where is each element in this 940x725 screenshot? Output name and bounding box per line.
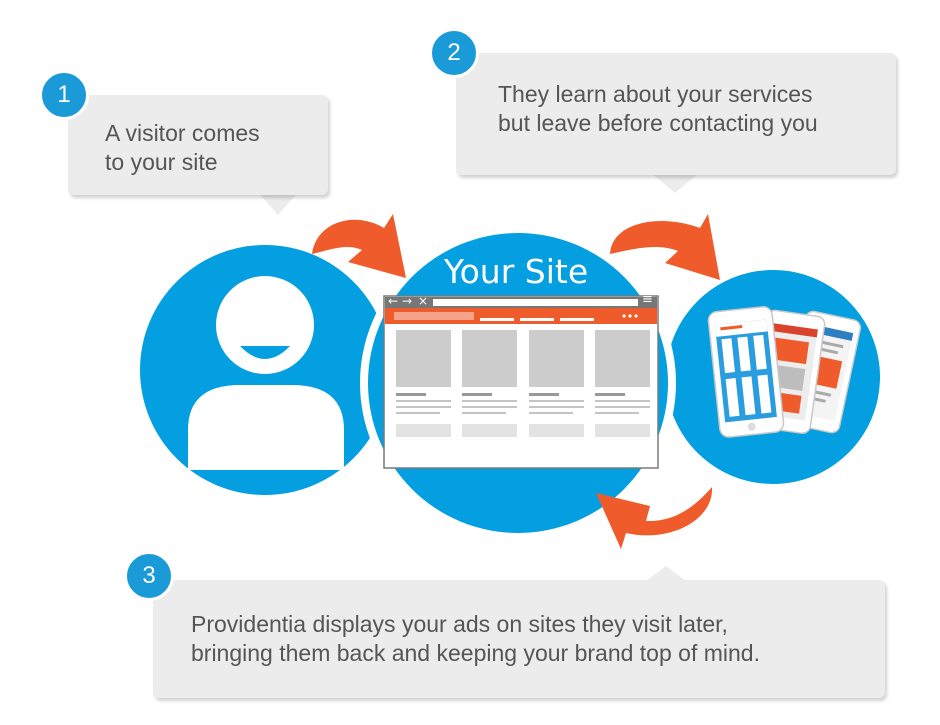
phone-front-icon xyxy=(707,306,785,438)
menu-icon[interactable]: ≡ xyxy=(642,292,653,307)
close-icon[interactable]: × xyxy=(418,294,429,308)
person-icon xyxy=(188,276,344,470)
bubble-1-tail xyxy=(256,190,300,215)
step-3-badge: 3 xyxy=(124,551,174,601)
visitor-circle xyxy=(140,245,390,495)
step-3-text: Providentia displays your ads on sites t… xyxy=(191,611,760,666)
step-2-badge: 2 xyxy=(429,28,479,78)
site-title: Your Site xyxy=(443,252,589,291)
bubble-3-tail xyxy=(642,566,690,584)
content-card xyxy=(396,330,451,450)
content-card xyxy=(462,330,518,450)
bubble-2-tail xyxy=(650,172,700,193)
address-bar xyxy=(433,299,638,306)
forward-arrow-icon[interactable]: → xyxy=(402,294,413,308)
step-2-text: They learn about your services but leave… xyxy=(498,81,818,136)
step-3-bubble: Providentia displays your ads on sites t… xyxy=(153,580,885,698)
step-1-badge: 1 xyxy=(39,70,89,120)
devices-circle xyxy=(666,270,880,484)
back-arrow-icon[interactable]: ← xyxy=(388,294,399,308)
step-2-bubble: They learn about your services but leave… xyxy=(456,53,896,175)
arrow-site-to-devices xyxy=(610,214,720,280)
step-1-bubble: A visitor comes to your site xyxy=(68,95,328,195)
arrow-visitor-to-site xyxy=(312,214,406,278)
arrow-devices-to-site xyxy=(596,487,713,549)
content-card xyxy=(528,330,584,450)
step-1-text: A visitor comes to your site xyxy=(105,120,260,175)
browser-content-grid xyxy=(396,330,650,450)
content-card xyxy=(594,330,650,450)
